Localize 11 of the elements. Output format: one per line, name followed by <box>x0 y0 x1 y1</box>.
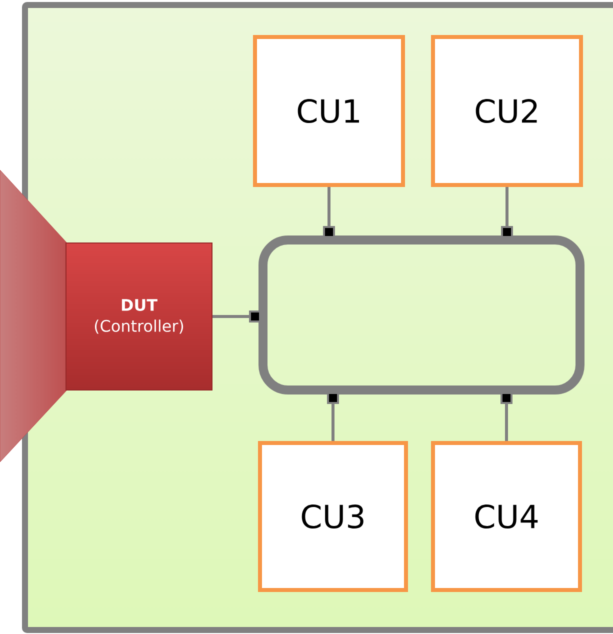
controller-box: DUT (Controller) <box>66 242 212 390</box>
unit-box: CU2 <box>431 35 583 187</box>
connector-line <box>212 310 261 322</box>
unit-box: CU1 <box>253 35 405 187</box>
unit-box: CU4 <box>431 441 582 592</box>
ring-bus <box>258 236 584 394</box>
unit-box: CU3 <box>258 441 408 592</box>
connector-line <box>501 187 513 238</box>
connector-line <box>500 392 512 441</box>
connector-line <box>327 392 339 441</box>
connector-line <box>323 187 335 238</box>
